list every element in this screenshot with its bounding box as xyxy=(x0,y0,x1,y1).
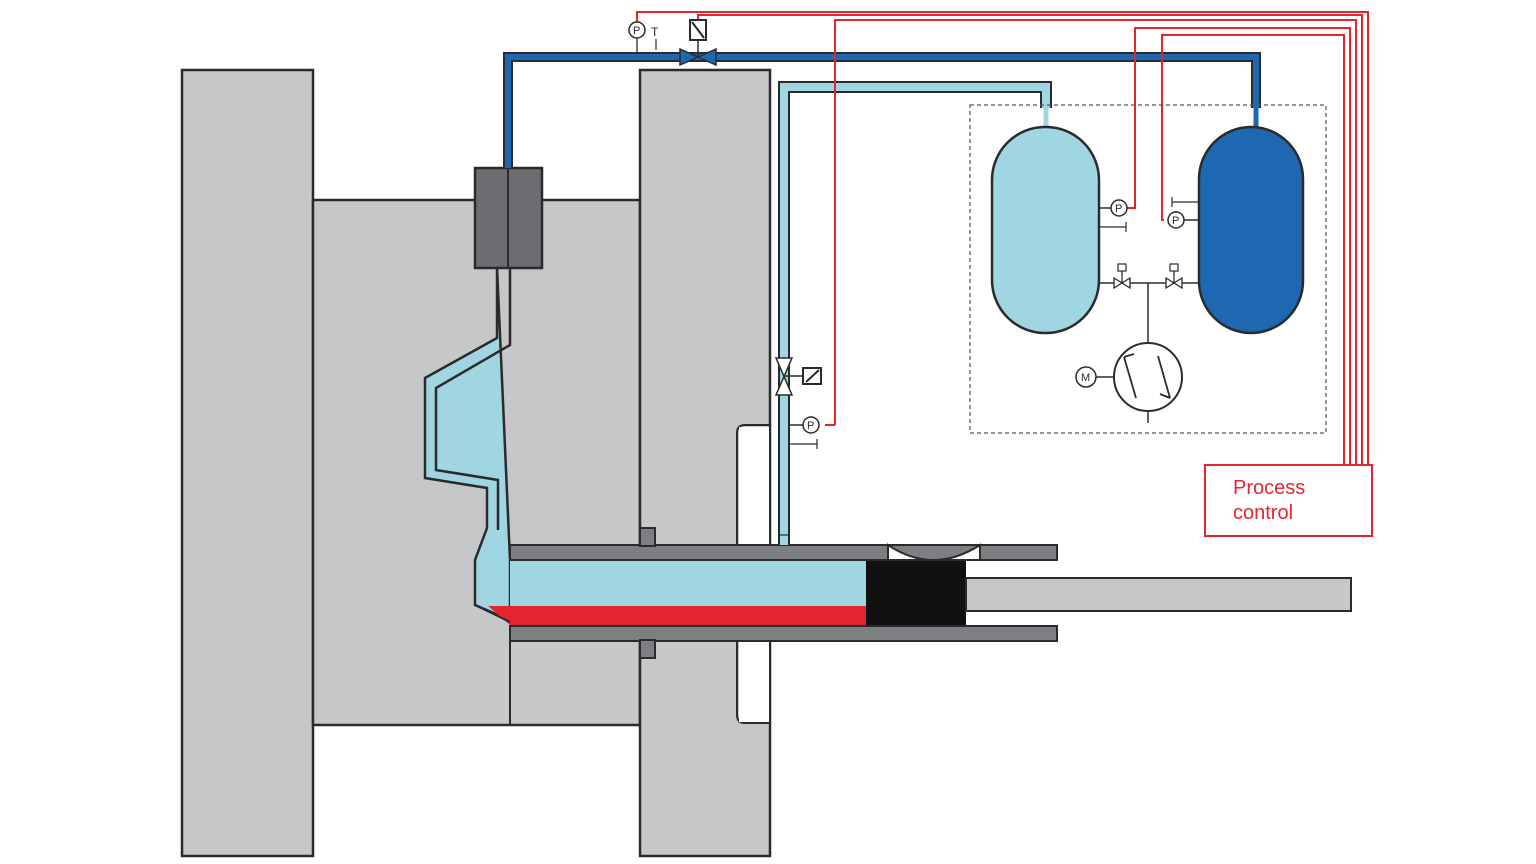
lower-pressure-gauge xyxy=(802,416,820,434)
motor-label: M xyxy=(1081,372,1090,384)
high-pressure-tank xyxy=(1197,125,1305,335)
gauge-label-lp: P xyxy=(1115,203,1122,215)
high-pressure-gas-line xyxy=(503,52,1261,168)
pressure-gauge-hp xyxy=(1167,211,1185,229)
low-pressure-tank xyxy=(990,125,1101,335)
injection-piston xyxy=(866,561,966,625)
lower-valve-assembly: P xyxy=(774,357,822,536)
compressor xyxy=(1113,342,1183,412)
top-valve-assembly: P T xyxy=(628,19,717,67)
melt-red xyxy=(488,606,870,625)
gas-in-barrel xyxy=(510,561,870,606)
lower-gauge-label: P xyxy=(807,420,814,432)
barrel-opening xyxy=(887,543,981,561)
low-pressure-gas-line xyxy=(778,81,1259,545)
slot-fill-lower xyxy=(739,640,769,722)
pressure-gauge-lp xyxy=(1110,199,1128,217)
barrel-flange-bottom xyxy=(639,639,656,659)
left-platen xyxy=(180,68,315,858)
barrel-flange-top xyxy=(639,527,656,547)
motor-icon xyxy=(1075,366,1097,388)
mold-assembly xyxy=(180,68,772,858)
gas-supply-unit: P P M xyxy=(969,104,1327,434)
gas-injector xyxy=(473,166,544,270)
barrel-bottom-wall xyxy=(509,625,1058,642)
top-gauge-label: P xyxy=(633,25,640,37)
mold-cavity xyxy=(423,266,1352,625)
top-temp-label: T xyxy=(651,25,659,39)
gauge-label-hp: P xyxy=(1172,215,1179,227)
process-control-label-2: control xyxy=(1233,502,1293,524)
slot-fill-upper xyxy=(739,427,769,545)
process-control-label-1: Process xyxy=(1233,477,1305,499)
piston-rod xyxy=(965,577,1352,612)
process-control-box: Process control xyxy=(1204,464,1373,537)
